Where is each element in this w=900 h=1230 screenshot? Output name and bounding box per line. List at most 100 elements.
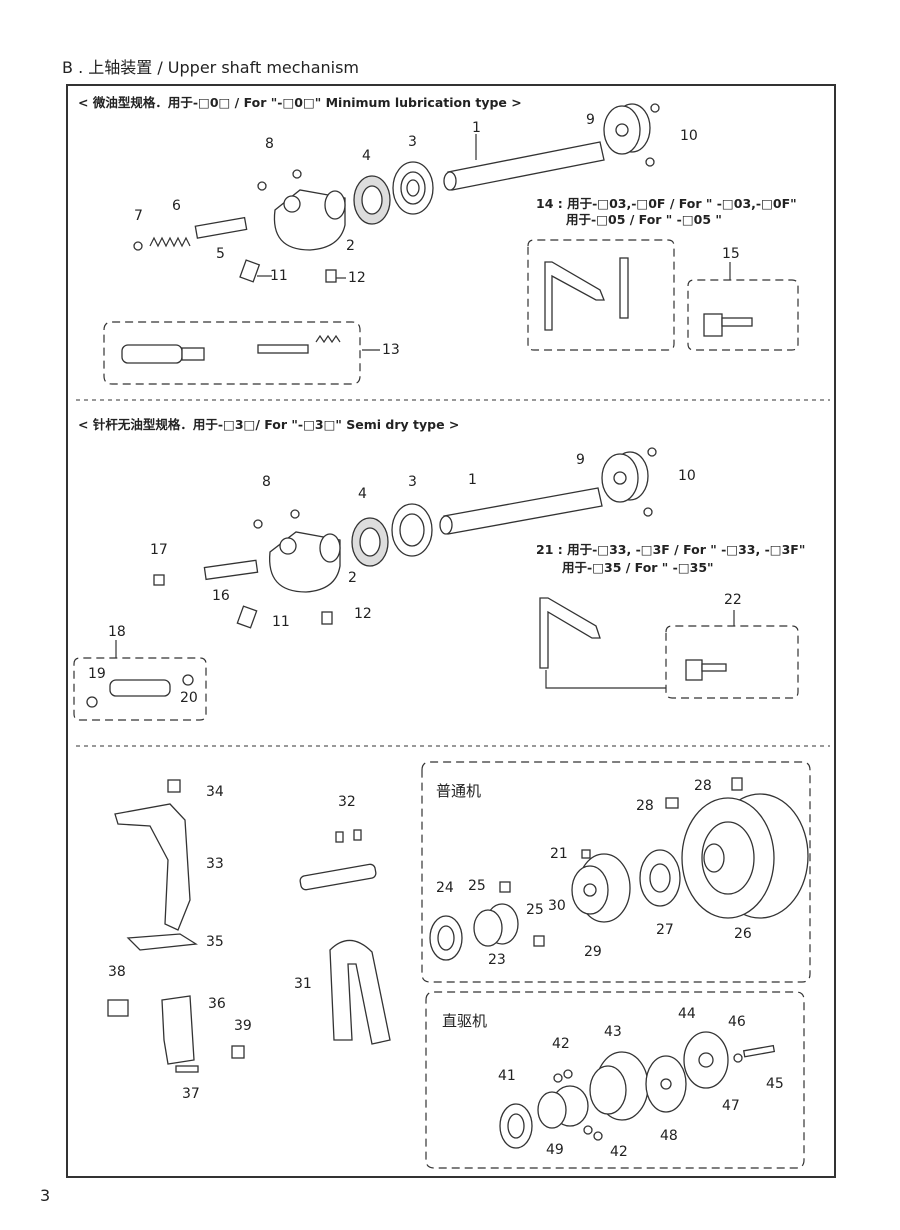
screw-10 xyxy=(650,103,660,113)
callout-16: 16 xyxy=(212,588,230,604)
crank-2 xyxy=(273,189,346,251)
crank-2b xyxy=(269,531,341,593)
oil-fork-21 xyxy=(539,597,601,669)
callout-11b: 11 xyxy=(272,614,290,630)
callout-4b: 4 xyxy=(358,486,367,502)
callout-5: 5 xyxy=(216,246,225,262)
callout-20: 20 xyxy=(180,690,198,706)
coupling-49 xyxy=(537,1085,589,1129)
pulley-43 xyxy=(589,1051,649,1121)
oil-nozzle-15 xyxy=(703,313,753,337)
callout-36: 36 xyxy=(208,996,226,1012)
bracket-36 xyxy=(161,995,195,1065)
screw-10 xyxy=(645,157,655,167)
bearing-4b xyxy=(351,517,389,567)
callout-9: 9 xyxy=(586,112,595,128)
collar-9b xyxy=(601,451,649,503)
callout-29: 29 xyxy=(584,944,602,960)
callout-41: 41 xyxy=(498,1068,516,1084)
callout-34: 34 xyxy=(206,784,224,800)
variant-15-box xyxy=(687,279,799,351)
callout-49: 49 xyxy=(546,1142,564,1158)
callout-9b: 9 xyxy=(576,452,585,468)
callout-30: 30 xyxy=(548,898,566,914)
callout-17: 17 xyxy=(150,542,168,558)
callout-11: 11 xyxy=(270,268,288,284)
callout-1: 1 xyxy=(472,120,481,136)
callout-27: 27 xyxy=(656,922,674,938)
callout-12: 12 xyxy=(348,270,366,286)
semi-dry-header: < 针杆无油型规格．用于-□3□/ For "-□3□" Semi dry ty… xyxy=(78,417,460,432)
pulley-27 xyxy=(639,849,681,907)
callout-12b: 12 xyxy=(354,606,372,622)
screw-8 xyxy=(292,169,302,179)
upper-shaft-1 xyxy=(443,141,605,191)
bearing-3b xyxy=(391,503,433,557)
callout-22: 22 xyxy=(724,592,742,608)
screw-17 xyxy=(153,574,165,586)
callout-46: 46 xyxy=(728,1014,746,1030)
variant-21-line2: 用于-□35 / For " -□35" xyxy=(562,560,714,575)
upper-shaft-1b xyxy=(439,487,603,535)
direct-drive-box xyxy=(425,991,805,1169)
callout-42a: 42 xyxy=(552,1036,570,1052)
callout-44: 44 xyxy=(678,1006,696,1022)
callout-35: 35 xyxy=(206,934,224,950)
handwheel-26 xyxy=(681,793,809,919)
min-lube-header: < 微油型规格．用于-□0□ / For "-□0□" Minimum lubr… xyxy=(78,95,522,110)
direct-drive-label: 直驱机 xyxy=(442,1012,488,1030)
oil-fork-14 xyxy=(544,257,629,331)
bearing-3 xyxy=(392,161,434,215)
diagram-frame xyxy=(66,84,836,1178)
callout-2: 2 xyxy=(346,238,355,254)
callout-26: 26 xyxy=(734,926,752,942)
callout-45: 45 xyxy=(766,1076,784,1092)
bearing-24 xyxy=(429,915,463,961)
callout-8: 8 xyxy=(265,136,274,152)
callout-7: 7 xyxy=(134,208,143,224)
bearing-41 xyxy=(499,1103,533,1149)
variant-14-line2: 用于-□05 / For " -□05 " xyxy=(566,212,722,227)
page-title: B . 上轴装置 / Upper shaft mechanism xyxy=(62,58,360,77)
screw-12 xyxy=(325,269,337,283)
belt-31 xyxy=(329,939,391,1045)
callout-25a: 25 xyxy=(468,878,486,894)
oil-pump-shaft-13 xyxy=(121,334,341,364)
callout-25b: 25 xyxy=(526,902,544,918)
pin-5 xyxy=(194,216,248,239)
callout-32: 32 xyxy=(338,794,356,810)
callout-39: 39 xyxy=(234,1018,252,1034)
shaft-32 xyxy=(299,829,377,891)
callout-8b: 8 xyxy=(262,474,271,490)
ball-7 xyxy=(133,241,143,251)
timing-pulley-29 xyxy=(571,853,631,923)
plate-35 xyxy=(126,933,198,951)
callout-4: 4 xyxy=(362,148,371,164)
bracket-33 xyxy=(114,803,191,931)
callout-21c: 21 xyxy=(550,846,568,862)
bearing-4 xyxy=(353,175,391,225)
fan-44 xyxy=(683,1031,729,1089)
coupling-23 xyxy=(473,903,519,947)
callout-31: 31 xyxy=(294,976,312,992)
callout-3b: 3 xyxy=(408,474,417,490)
screw-39 xyxy=(231,1045,245,1059)
variant-22-box xyxy=(665,625,799,699)
callout-1b: 1 xyxy=(468,472,477,488)
variant-14-line1: 14 : 用于-□03,-□0F / For " -□03,-□0F" xyxy=(536,196,797,211)
screw-8 xyxy=(257,181,267,191)
part-38 xyxy=(107,999,129,1017)
callout-24: 24 xyxy=(436,880,454,896)
callout-48: 48 xyxy=(660,1128,678,1144)
callout-15: 15 xyxy=(722,246,740,262)
variant-14-box xyxy=(527,239,675,351)
callout-33: 33 xyxy=(206,856,224,872)
callout-23: 23 xyxy=(488,952,506,968)
callout-2b: 2 xyxy=(348,570,357,586)
page-number: 3 xyxy=(40,1186,51,1205)
assembly-18-box xyxy=(73,657,207,721)
common-machine-box xyxy=(421,761,811,983)
callout-19: 19 xyxy=(88,666,106,682)
callout-28a: 28 xyxy=(694,778,712,794)
